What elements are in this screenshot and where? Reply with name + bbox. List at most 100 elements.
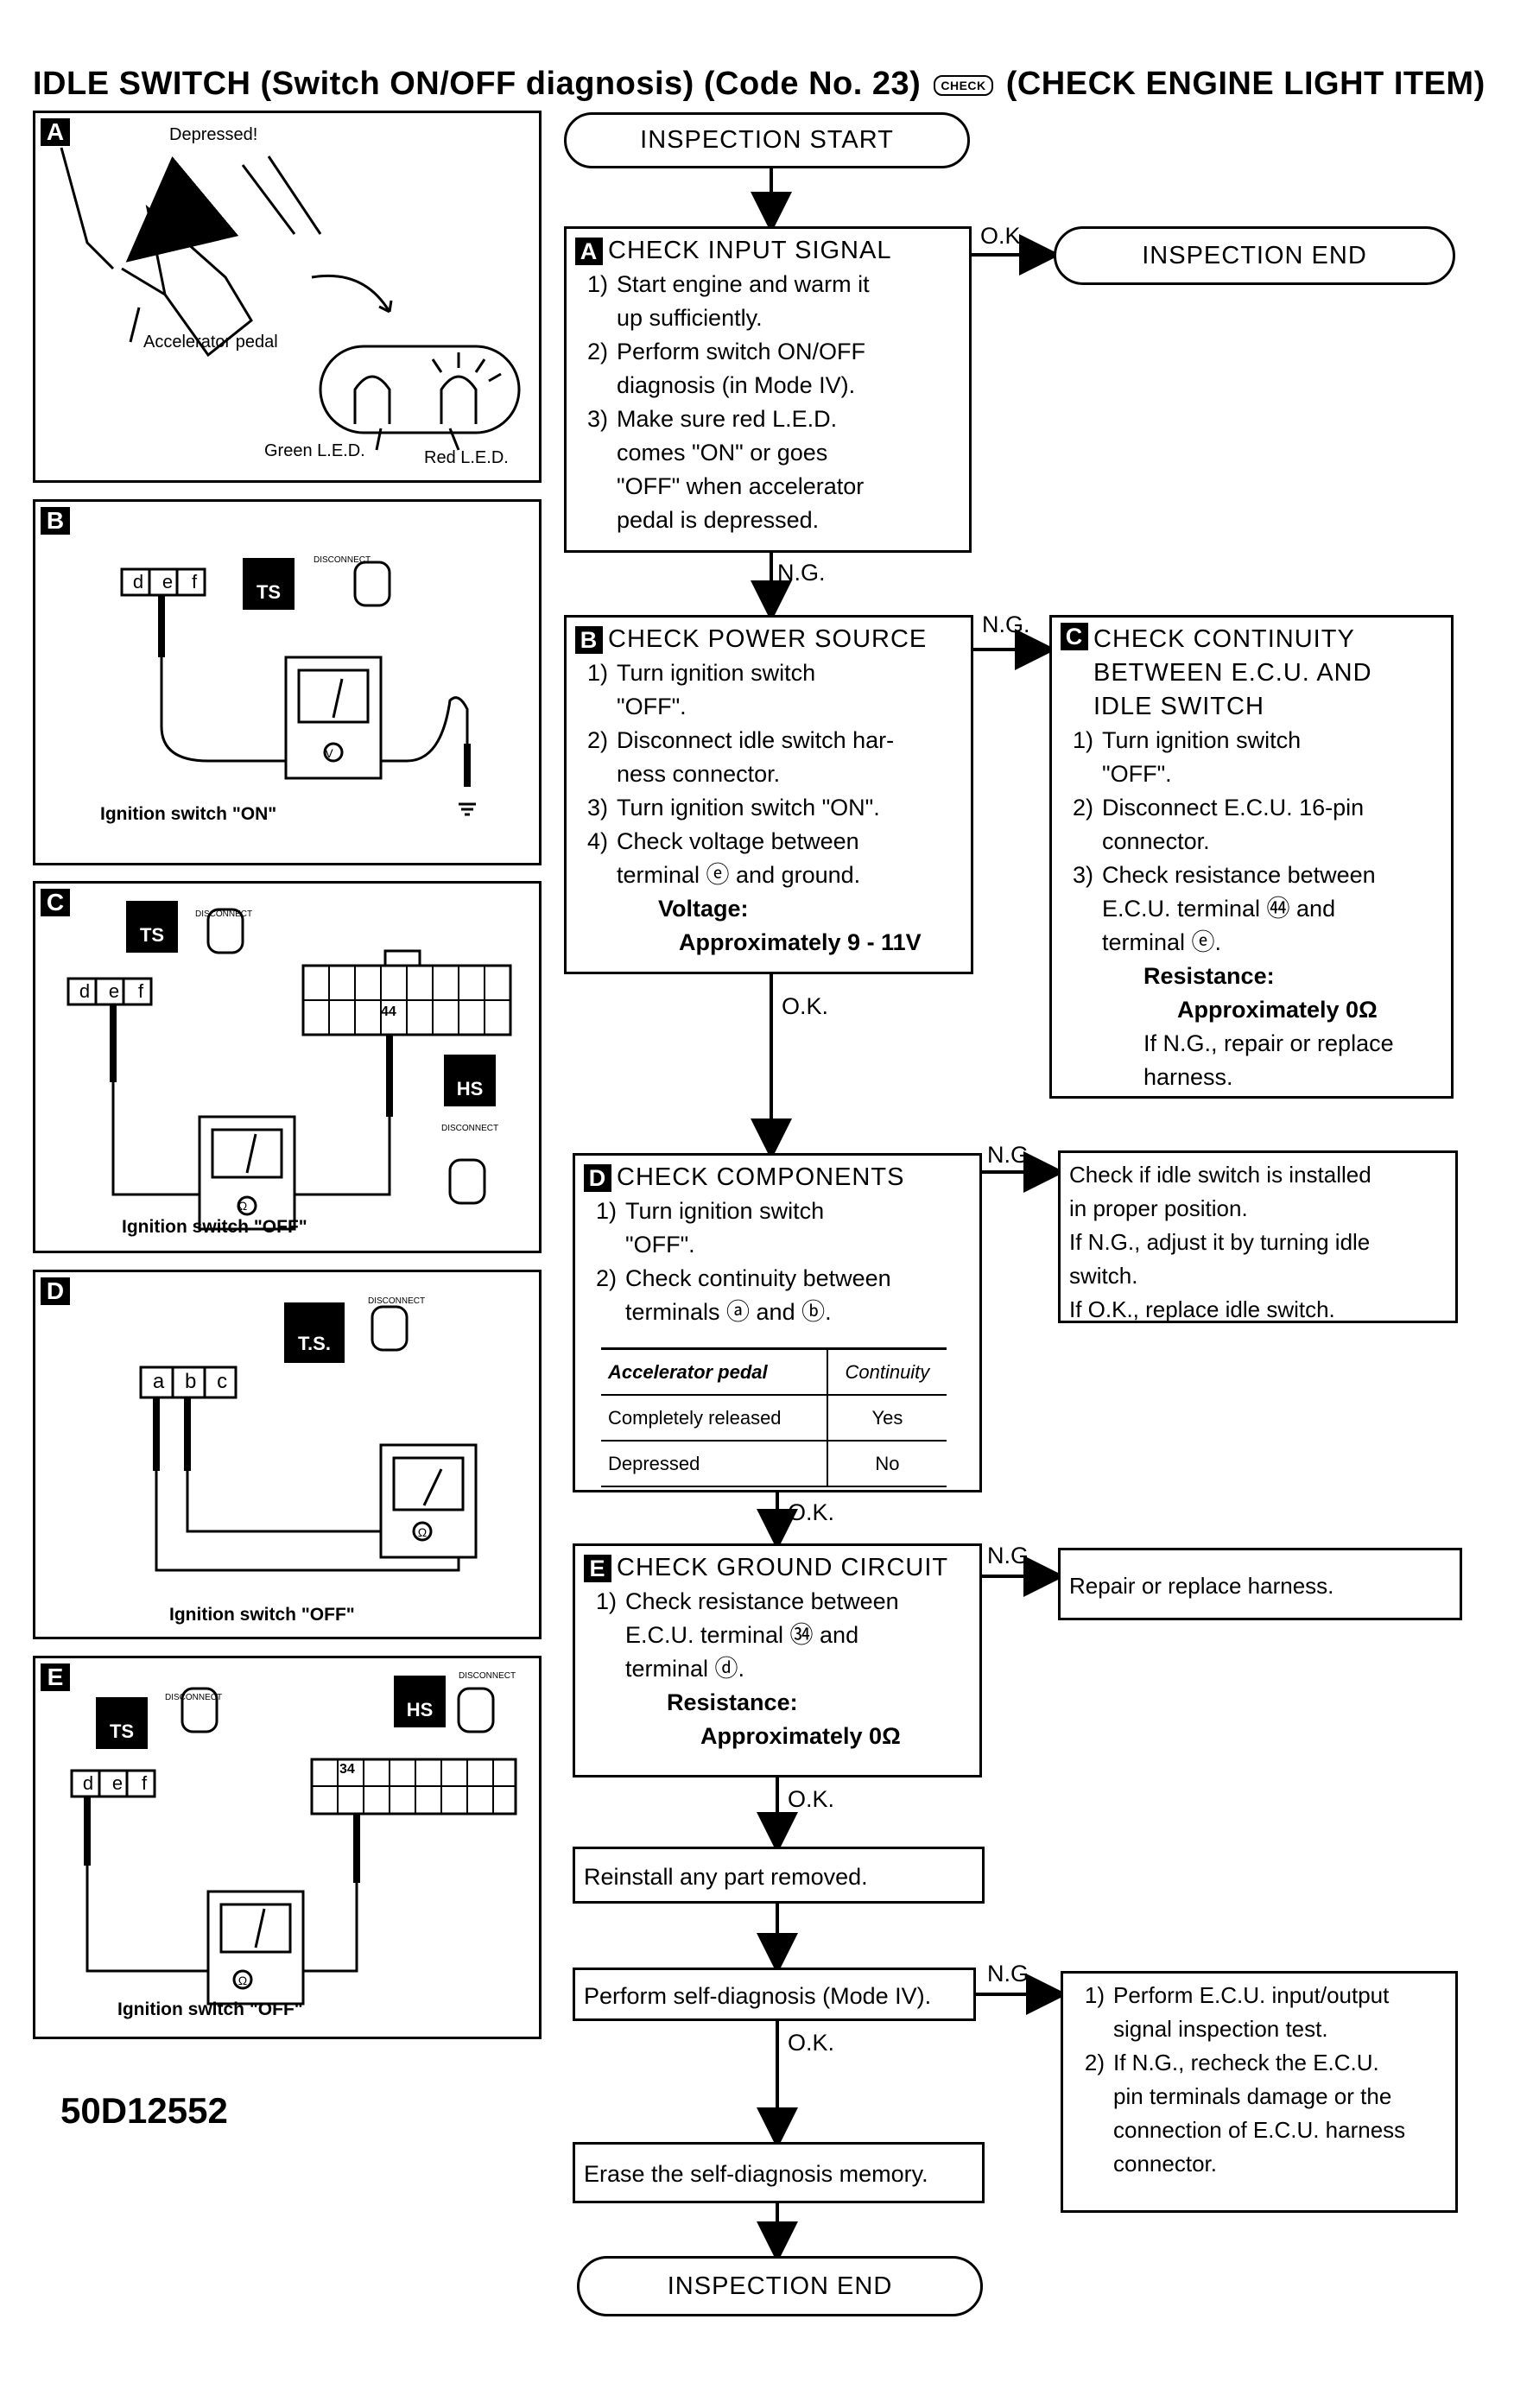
terminal-b: b: [184, 1370, 197, 1393]
terminal-e: e: [111, 1772, 124, 1794]
connector-terminals: d e f: [70, 980, 153, 1003]
table-cell: No: [826, 1441, 947, 1487]
repair-note: If N.G., repair or replace harness.: [1143, 1030, 1394, 1090]
erase-memory-box: Erase the self-diagnosis memory.: [573, 2142, 985, 2203]
step-text: Turn ignition switch "OFF".: [625, 1198, 825, 1258]
step-text: Perform E.C.U. input/output signal inspe…: [1113, 1982, 1390, 2042]
idle-switch-position-note: Check if idle switch is installed in pro…: [1058, 1150, 1458, 1323]
step-text: Disconnect idle switch har- ness connect…: [617, 727, 895, 787]
step-text: If N.G., recheck the E.C.U. pin terminal…: [1113, 2050, 1406, 2177]
step-num: 3): [586, 406, 608, 432]
ohmmeter-circuit-d: Ω: [139, 1305, 478, 1572]
panel-d: D Ω a b c T.S. DISCONNECT Ignition switc…: [33, 1270, 542, 1639]
inspection-end-bottom: INSPECTION END: [577, 2256, 983, 2316]
label-ng: N.G.: [987, 1543, 1036, 1568]
svg-text:V: V: [325, 746, 333, 760]
disconnect-label: DISCONNECT: [441, 1124, 499, 1133]
voltmeter-circuit: V: [120, 561, 476, 816]
step-num: 4): [586, 828, 608, 854]
ts-icon: T.S.: [284, 1302, 345, 1363]
terminal-e: e: [108, 980, 120, 1002]
hs-icon: HS: [394, 1676, 446, 1727]
depressed-label: Depressed!: [169, 125, 258, 144]
ts-icon: TS: [96, 1697, 148, 1749]
hs-icon: HS: [444, 1055, 496, 1106]
resistance-key: Resistance:: [1143, 963, 1275, 989]
connector-terminals: d e f: [124, 571, 206, 593]
terminal-d: d: [82, 1772, 94, 1794]
step-num: 3): [1072, 862, 1093, 888]
ohmmeter-circuit-c: Ω: [67, 908, 512, 1231]
panel-label: B: [41, 507, 70, 535]
step-num: 2): [586, 727, 608, 753]
table-cell: Completely released: [601, 1395, 827, 1442]
ohmmeter-circuit-e: Ω: [70, 1687, 517, 2006]
panel-label: D: [41, 1277, 70, 1305]
step-marker: A: [575, 238, 603, 266]
green-led-label: Green L.E.D.: [264, 441, 365, 460]
voltage-value: Approximately 9 - 11V: [679, 929, 922, 955]
connector-terminals: d e f: [73, 1772, 156, 1795]
panel-label: E: [41, 1663, 70, 1691]
panel-c: C Ω d e f 44 TS DISCONNECT: [33, 881, 542, 1253]
check-engine-icon: CHECK: [934, 74, 993, 96]
label-ok: O.K.: [788, 1499, 835, 1525]
self-diagnosis-box: Perform self-diagnosis (Mode IV).: [573, 1968, 976, 2021]
step-text: Make sure red L.E.D. comes "ON" or goes …: [617, 406, 865, 533]
ignition-caption: Ignition switch "OFF": [169, 1605, 355, 1625]
ecu-pin-34: 34: [339, 1762, 355, 1777]
reinstall-box: Reinstall any part removed.: [573, 1847, 985, 1904]
repair-harness-note: Repair or replace harness.: [1058, 1548, 1462, 1620]
step-num: 3): [586, 795, 608, 821]
inspection-end-top: INSPECTION END: [1054, 226, 1455, 285]
terminal-a: a: [152, 1370, 165, 1393]
step-text: Turn ignition switch "OFF".: [1102, 727, 1302, 787]
ignition-caption: Ignition switch "ON": [100, 804, 277, 824]
terminal-d: d: [79, 980, 91, 1002]
step-title: CHECK COMPONENTS: [617, 1163, 905, 1191]
panel-label: C: [41, 889, 70, 916]
ignition-caption: Ignition switch "OFF": [117, 1999, 303, 2019]
label-ok: O.K.: [788, 1786, 835, 1812]
svg-text:Ω: Ω: [238, 1974, 247, 1987]
terminal-f: f: [191, 571, 198, 592]
resistance-key: Resistance:: [667, 1689, 798, 1715]
resistance-value: Approximately 0Ω: [700, 1723, 901, 1749]
step-title: CHECK POWER SOURCE: [608, 625, 928, 653]
disconnect-label: DISCONNECT: [165, 1693, 223, 1702]
terminal-d: d: [132, 571, 144, 592]
label-ok: O.K.: [980, 223, 1028, 249]
terminal-c: c: [217, 1370, 228, 1393]
step-title: CHECK INPUT SIGNAL: [608, 237, 892, 264]
voltage-key: Voltage:: [658, 896, 749, 922]
svg-text:Ω: Ω: [238, 1199, 247, 1213]
terminal-e: e: [162, 571, 174, 592]
ts-icon: TS: [126, 901, 178, 953]
table-cell: Yes: [826, 1395, 947, 1442]
ecu-pin-44: 44: [381, 1004, 396, 1019]
step-num: 1): [586, 271, 608, 297]
page-title: IDLE SWITCH (Switch ON/OFF diagnosis) (C…: [33, 66, 1485, 103]
ignition-caption: Ignition switch "OFF": [122, 1217, 307, 1237]
disconnect-label: DISCONNECT: [195, 909, 253, 919]
table-header: Continuity: [826, 1348, 947, 1396]
step-title: CHECK CONTINUITY BETWEEN E.C.U. AND IDLE…: [1093, 625, 1372, 720]
label-ng: N.G.: [987, 1142, 1036, 1168]
step-marker: D: [584, 1164, 611, 1193]
disconnect-label: DISCONNECT: [459, 1671, 516, 1681]
document-code: 50D12552: [60, 2090, 228, 2131]
step-text: Turn ignition switch "OFF".: [617, 660, 816, 719]
step-num: 1): [595, 1198, 617, 1224]
disconnect-label: DISCONNECT: [314, 555, 371, 565]
step-num: 1): [1072, 727, 1093, 753]
title-prefix: IDLE SWITCH (Switch ON/OFF diagnosis) (C…: [33, 66, 922, 102]
step-text: Turn ignition switch "ON".: [617, 795, 880, 821]
step-num: 1): [586, 660, 608, 686]
panel-e: E Ω d e f 34 TS DISCONNECT HS: [33, 1656, 542, 2039]
